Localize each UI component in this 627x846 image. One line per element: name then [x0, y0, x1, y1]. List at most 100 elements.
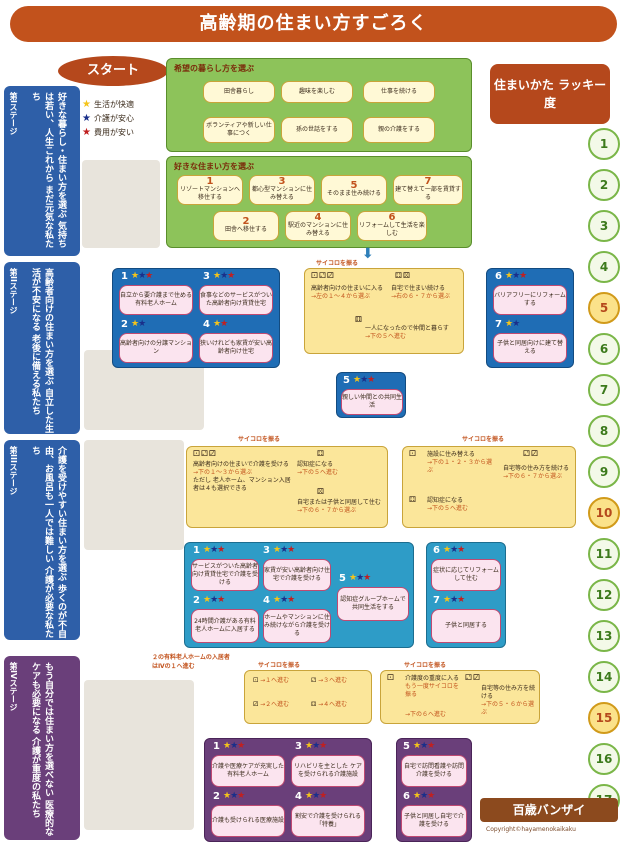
dice-icon: ⚀⚁⚂ [311, 271, 335, 280]
yellow-star-icon: ★ [82, 99, 91, 110]
option-card: 子供と同居向けに建て替える [493, 333, 567, 363]
option-card: 高齢者向けの分譲マンション [119, 333, 193, 363]
legend-item: ★費用が安い [82, 127, 134, 138]
rating-stars: ★★ [213, 319, 228, 329]
option-card: 24時間介護がある有料老人ホームに入居する [191, 609, 259, 643]
dice-icon: ⚀ [387, 673, 395, 682]
dice-icon: ⚄ [317, 487, 325, 496]
stage-3-panel: 第IIIステージ 介護を受けやすい住まい方を選ぶ 歩くのが不自由、お風呂も一人で… [4, 440, 80, 640]
rating-stars: ★★ [505, 319, 520, 329]
option-card: ホームやマンションに住み続けながら介護を受ける [263, 609, 331, 643]
stage-2-panel: 第IIステージ 高齢者向けの住まい方を選ぶ 自立した生活が不安になる 老後に備え… [4, 262, 80, 434]
option-card: 介護も受けられる医療施設 [211, 805, 285, 837]
hope-item: 仕事を続ける [363, 81, 435, 103]
rating-stars: ★★★ [353, 375, 375, 385]
stage-4-panel: 第IVステージ もう自分では住まい方を選べない 医療的なケアも必要になる 介護が… [4, 656, 80, 840]
option-card: 症状に応じてリフォームして住む [431, 559, 501, 591]
luck-circle: 3 [588, 210, 620, 242]
stage2-center-box: ⚀⚁⚂ ⚃⚄ 高齢者向けの住まいに入る→左の１〜４から選ぶ 自宅で住まい続ける→… [304, 268, 464, 354]
rating-stars: ★★★ [505, 271, 527, 281]
illustration-hospital [84, 680, 194, 830]
stage2-left-box: 1 ★★★ 3 ★★★ 自立から要介護まで住める有料老人ホーム 食事などのサービ… [112, 268, 280, 368]
rating-stars: ★★★ [349, 573, 371, 583]
option-card: バリアフリーにリフォームする [493, 285, 567, 315]
dice-icon: ⚀ [409, 449, 417, 458]
option-card: 狭いけれども家賃が安い高齢者向け住宅 [199, 333, 273, 363]
dice-icon: ⚁ [311, 677, 319, 684]
rating-stars: ★★★ [273, 595, 295, 605]
rating-stars: ★★★ [223, 741, 245, 751]
dice-icon: ⚅ [355, 315, 363, 324]
hope-item: ボランティアや新しい仕事につく [203, 117, 275, 143]
illustration-people [82, 160, 160, 248]
dice-icon: ⚀⚁⚂ [193, 449, 217, 458]
copyright: Copyright©hayamenokaikaku [486, 826, 576, 833]
down-arrow-icon: ⬇ [362, 246, 374, 262]
rating-stars: ★★★ [203, 595, 225, 605]
luck-circle: 1 [588, 128, 620, 160]
option-card: 子供と同居する [431, 609, 501, 643]
luck-circle: 13 [588, 620, 620, 652]
dice-icon: ⚀ [253, 677, 261, 684]
option-card: 子供と同居し自宅で介護を受ける [401, 805, 467, 837]
luck-circle: 4 [588, 251, 620, 283]
luck-circle: 5 [588, 292, 620, 324]
hope-item: 孫の世話をする [281, 117, 353, 143]
rating-stars: ★★★ [305, 741, 327, 751]
option-card: 認知症グループホームで共同生活をする [337, 587, 409, 621]
luck-circle: 2 [588, 169, 620, 201]
luck-circle: 9 [588, 456, 620, 488]
option-card: リハビリを主とした ケアを受けられる介護施設 [291, 755, 365, 787]
illustration-care [84, 440, 184, 550]
stage3-center-box: ⚀⚁⚂ 高齢者向けの住まいで介護を受ける→下の１〜３から選ぶただし 老人ホーム、… [186, 446, 388, 528]
dice-icon: ⚃ [311, 701, 319, 708]
rating-stars: ★★★ [273, 545, 295, 555]
stage3-left-box: 1 ★★★ 3 ★★★ サービスがついた高齢者向け賃貸住宅で介護を受ける 家賃が… [184, 542, 414, 648]
option-card: 家賃が安い高齢者向け住宅で介護を受ける [263, 559, 331, 591]
rating-stars: ★★★ [413, 741, 435, 751]
luck-circle: 14 [588, 661, 620, 693]
rating-stars: ★★★ [203, 545, 225, 555]
hope-box: 希望の暮らし方を選ぶ 田舎暮らし 趣味を楽しむ 仕事を続ける ボランティアや新し… [166, 58, 472, 152]
luck-circle: 12 [588, 579, 620, 611]
rating-stars: ★★★ [305, 791, 327, 801]
luck-header: 住まいかた ラッキー度 [490, 64, 610, 124]
stage2-right-box: 6 ★★★ バリアフリーにリフォームする 7 ★★ 子供と同居向けに建て替える [486, 268, 574, 368]
luck-circle: 10 [588, 497, 620, 529]
option-card: 割安で介護を受けられる「特養」 [291, 805, 365, 837]
start-label: スタート [58, 56, 168, 86]
stage3-right-box: ⚀ 施設に住み替える→下の１・２・３から選ぶ ⚁⚂ 自宅等の住み方を続ける→下の… [402, 446, 576, 528]
dice-icon: ⚃ [409, 495, 417, 504]
luck-circle: 8 [588, 415, 620, 447]
page-title: 高齢期の住まい方すごろく [10, 6, 617, 42]
hope-item: 田舎暮らし [203, 81, 275, 103]
legend: ★生活が快適 ★介護が安心 ★費用が安い [82, 98, 160, 140]
rating-stars: ★★ [131, 319, 146, 329]
option-card: 自宅で訪問看護や訪問介護を受ける [401, 755, 467, 787]
luck-circle: 6 [588, 333, 620, 365]
option-card: 自立から要介護まで住める有料老人ホーム [119, 285, 193, 315]
stage-1-panel: 第Iステージ 好きな暮らし・住まい方を選ぶ 気持ちは若い、人生これから まだ元気… [4, 86, 80, 256]
luck-circle: 15 [588, 702, 620, 734]
option-card: サービスがついた高齢者向け賃貸住宅で介護を受ける [191, 559, 259, 591]
dice-icon: ⚁⚂ [523, 449, 539, 458]
option-card: 介護や医療ケアが充実した有料老人ホーム [211, 755, 285, 787]
dice-icon: ⚃ [317, 449, 325, 458]
rating-stars: ★★★ [223, 791, 245, 801]
dice-icon: ⚃⚄ [395, 271, 411, 280]
option-card: 食事などのサービスがついた高齢者向け賃貸住宅 [199, 285, 273, 315]
hope-item: 親の介護をする [363, 117, 435, 143]
stage4-left-box: 1 ★★★ 3 ★★★ 介護や医療ケアが充実した有料老人ホーム リハビリを主とし… [204, 738, 372, 842]
rating-stars: ★★★ [413, 791, 435, 801]
dice-icon: ⚁⚂ [465, 673, 481, 682]
luck-circle: 16 [588, 743, 620, 775]
blue-star-icon: ★ [82, 113, 91, 124]
brand-logo: 百歳バンザイ [480, 798, 618, 822]
dice-icon: ⚂ [253, 701, 261, 708]
stage4-right-box: ⚀ 介護度の重度に入るもう一度サイコロを振る ⚁⚂ 自宅等の住み方を続ける→下の… [380, 670, 540, 724]
